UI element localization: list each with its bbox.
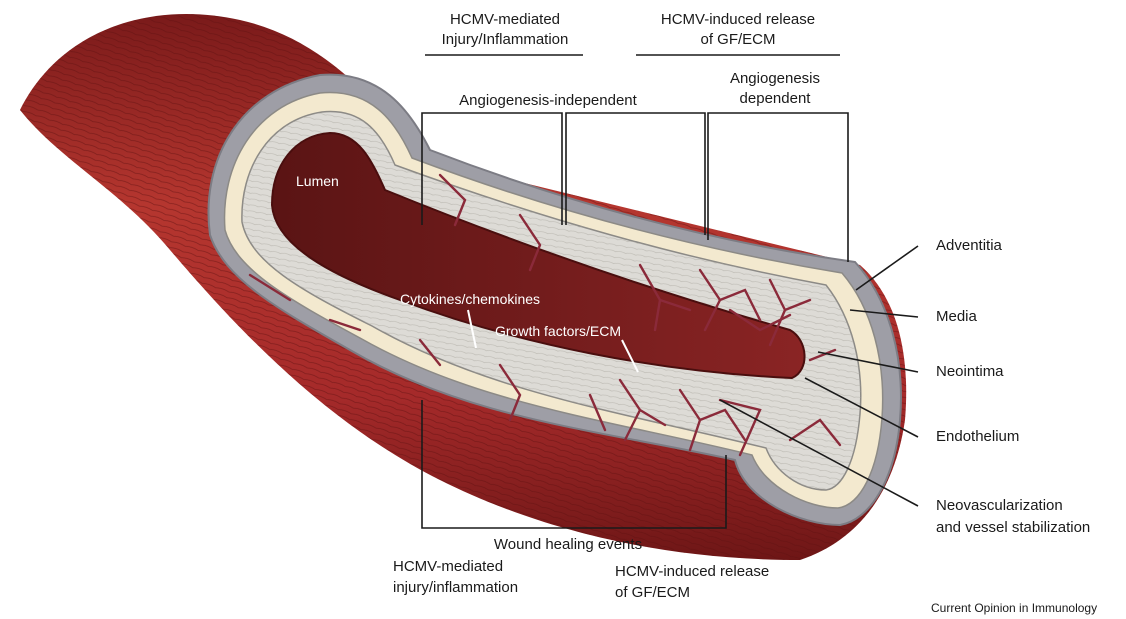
header-release-line1: HCMV-induced release — [661, 11, 815, 28]
adventitia-label: Adventitia — [936, 237, 1003, 254]
header-injury-line2: Injury/Inflammation — [442, 31, 569, 48]
neovascularization-label-line1: Neovascularization — [936, 497, 1063, 514]
wound-healing-label: Wound healing events — [494, 536, 642, 553]
lumen-label: Lumen — [296, 173, 339, 189]
header-injury-line1: HCMV-mediated — [450, 11, 560, 28]
cytokines-label: Cytokines/chemokines — [400, 291, 540, 307]
credit-label: Current Opinion in Immunology — [931, 601, 1097, 615]
phase-label-dependent-line1: Angiogenesis — [730, 70, 820, 87]
endothelium-label: Endothelium — [936, 428, 1019, 445]
phase-label-independent: Angiogenesis-independent — [459, 92, 637, 109]
bottom-release-line1: HCMV-induced release — [615, 563, 769, 580]
media-label: Media — [936, 308, 978, 325]
bottom-injury-line2: injury/inflammation — [393, 579, 518, 596]
phase-label-dependent-line2: dependent — [740, 90, 812, 107]
neointima-label: Neointima — [936, 363, 1004, 380]
header-release-line2: of GF/ECM — [700, 31, 775, 48]
growth-factors-label: Growth factors/ECM — [495, 323, 621, 339]
bottom-injury-line1: HCMV-mediated — [393, 558, 503, 575]
bottom-release-line2: of GF/ECM — [615, 584, 690, 601]
neovascularization-label-line2: and vessel stabilization — [936, 519, 1090, 536]
